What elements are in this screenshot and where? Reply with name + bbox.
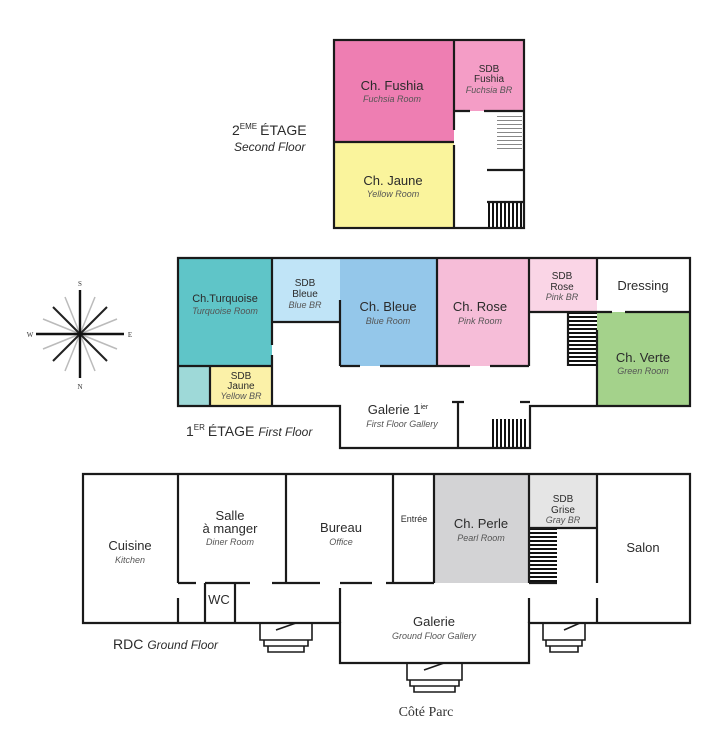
stairs <box>491 419 528 448</box>
room-sdb-fushia[interactable] <box>454 40 524 111</box>
room-name-en: Ground Floor Gallery <box>392 631 477 641</box>
room-name-en: First Floor Gallery <box>366 419 438 429</box>
room-fushia[interactable] <box>334 40 454 142</box>
room-jaune[interactable] <box>334 142 454 228</box>
room-name-en: Fuchsia BR <box>466 85 513 95</box>
room-name: Bureau <box>320 520 362 535</box>
room-name: Ch. Jaune <box>363 173 422 188</box>
stairs <box>487 202 522 228</box>
stairs <box>497 113 522 149</box>
room-name: Fushia <box>474 74 504 85</box>
room-name-en: Pink Room <box>458 316 503 326</box>
room-bleue[interactable] <box>340 258 437 366</box>
room-name-en: Green Room <box>617 366 669 376</box>
room-name-en: Office <box>329 537 353 547</box>
room-name: Dressing <box>617 278 668 293</box>
compass-n: N <box>77 383 82 391</box>
room-name: Rose <box>550 282 574 293</box>
room-name-en: Gray BR <box>546 515 581 525</box>
room-name-en: Blue BR <box>288 300 322 310</box>
stairs <box>568 313 597 366</box>
room-sdb-grise[interactable] <box>529 474 597 528</box>
compass-e: E <box>128 331 132 339</box>
room-name-en: Yellow Room <box>367 189 420 199</box>
room-name: SDB <box>552 271 573 282</box>
room-name: Bleue <box>292 289 318 300</box>
room-name-en: Turquoise Room <box>192 306 258 316</box>
room-name-en: Pink BR <box>546 292 579 302</box>
room-name: Galerie 1ier <box>368 402 429 417</box>
room-name: Jaune <box>227 381 255 392</box>
room-turquoise-annex <box>178 366 210 406</box>
room-name: SDB <box>231 371 252 382</box>
room-name: Ch.Turquoise <box>192 293 258 305</box>
ground-floor: Cuisine Kitchen Salle à manger Diner Roo… <box>81 472 692 720</box>
room-name: Ch. Bleue <box>359 299 416 314</box>
room-name-en: Fuchsia Room <box>363 94 422 104</box>
second-floor: Ch. Fushia Fuchsia Room Ch. Jaune Yellow… <box>232 38 526 230</box>
room-name: Ch. Fushia <box>361 78 425 93</box>
room-name: Grise <box>551 505 575 516</box>
room-name: Salle <box>216 508 245 523</box>
first-floor: Ch.Turquoise Turquoise Room SDB Bleue Bl… <box>176 256 692 450</box>
room-name-en: Diner Room <box>206 537 255 547</box>
room-name: Cuisine <box>108 538 151 553</box>
floor-label-en: Second Floor <box>234 140 306 154</box>
room-sdb-rose[interactable] <box>529 258 597 312</box>
room-rose[interactable] <box>437 258 529 366</box>
room-name: SDB <box>479 64 500 75</box>
park-side-label: Côté Parc <box>399 705 454 720</box>
room-name: WC <box>208 592 230 607</box>
room-perle[interactable] <box>434 474 529 583</box>
room-name: Ch. Perle <box>454 516 508 531</box>
room-name-en: Pearl Room <box>457 533 505 543</box>
room-name: Salon <box>626 540 659 555</box>
room-name: Ch. Rose <box>453 299 507 314</box>
room-name: Entrée <box>401 514 428 524</box>
room-name-en: Kitchen <box>115 555 145 565</box>
room-sdb-bleue[interactable] <box>272 258 340 322</box>
room-verte[interactable] <box>597 312 690 406</box>
room-name: Ch. Verte <box>616 350 670 365</box>
room-name: Galerie <box>413 614 455 629</box>
porch <box>259 622 586 693</box>
stairs <box>529 529 557 583</box>
compass-s: S <box>78 280 82 288</box>
compass-rose-icon: S N W E <box>27 280 132 391</box>
room-turquoise[interactable] <box>178 258 272 366</box>
room-name: SDB <box>553 494 574 505</box>
room-name-en: Blue Room <box>366 316 411 326</box>
room-name: SDB <box>295 278 316 289</box>
room-name-en: Yellow BR <box>220 391 262 401</box>
compass-w: W <box>27 331 34 339</box>
room-sdb-jaune[interactable] <box>210 366 272 406</box>
room-name: à manger <box>203 521 259 536</box>
